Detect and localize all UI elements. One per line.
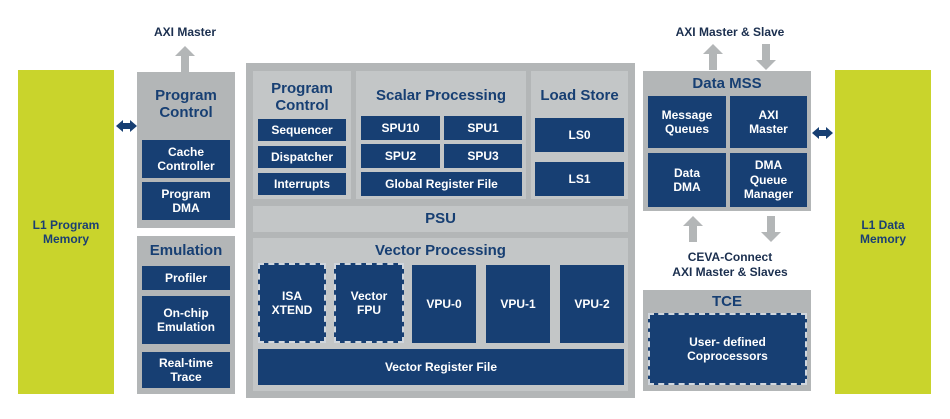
message-queues: Message Queues <box>648 96 726 148</box>
ceva-connect-label: CEVA-Connect AXI Master & Slaves <box>672 250 788 279</box>
sequencer: Sequencer <box>258 119 346 141</box>
user-defined-coprocessors: User- defined Coprocessors <box>648 313 807 385</box>
emulation-title: Emulation <box>149 242 223 260</box>
dispatcher: Dispatcher <box>258 146 346 168</box>
spu1: SPU1 <box>444 116 522 140</box>
global-register-file: Global Register File <box>361 172 522 196</box>
spu10: SPU10 <box>361 116 440 140</box>
data-mss-down-arrow <box>756 44 776 70</box>
ceva-down-arrow <box>761 216 781 242</box>
axi-master-unit: AXI Master <box>730 96 807 148</box>
isa-xtend: ISA XTEND <box>258 263 326 343</box>
scalar-processing-title: Scalar Processing <box>375 87 507 105</box>
spu3: SPU3 <box>444 144 522 168</box>
axi-master-slave-label: AXI Master & Slave <box>675 25 785 39</box>
interrupts: Interrupts <box>258 173 346 195</box>
psu: PSU <box>253 206 628 232</box>
vpu-0: VPU-0 <box>412 265 476 343</box>
profiler: Profiler <box>142 266 230 290</box>
ceva-up-arrow <box>683 216 703 242</box>
l1-data-memory: L1 Data Memory <box>835 70 931 394</box>
vector-register-file: Vector Register File <box>258 349 624 385</box>
spu2: SPU2 <box>361 144 440 168</box>
vector-fpu: Vector FPU <box>334 263 404 343</box>
on-chip-emulation: On-chip Emulation <box>142 296 230 344</box>
vector-processing-title: Vector Processing <box>375 242 506 260</box>
l1-data-double-arrow <box>812 127 833 139</box>
program-control-left-title: Program Control <box>155 86 217 121</box>
program-control-core-title: Program Control <box>271 79 333 114</box>
data-mss-title: Data MSS <box>692 75 762 93</box>
cache-controller: Cache Controller <box>142 140 230 178</box>
axi-master-label: AXI Master <box>153 25 217 39</box>
vpu-1: VPU-1 <box>486 265 550 343</box>
tce-title: TCE <box>712 293 742 311</box>
program-dma: Program DMA <box>142 182 230 220</box>
data-mss-up-arrow <box>703 44 723 70</box>
data-dma: Data DMA <box>648 153 726 207</box>
load-store-title: Load Store <box>540 87 619 105</box>
ls1: LS1 <box>535 162 624 196</box>
real-time-trace: Real-time Trace <box>142 352 230 388</box>
l1-program-memory: L1 Program Memory <box>18 70 114 394</box>
l1-program-double-arrow <box>116 120 137 132</box>
vpu-2: VPU-2 <box>560 265 624 343</box>
ls0: LS0 <box>535 118 624 152</box>
dma-queue-manager: DMA Queue Manager <box>730 153 807 207</box>
axi-master-up-arrow <box>175 46 195 72</box>
